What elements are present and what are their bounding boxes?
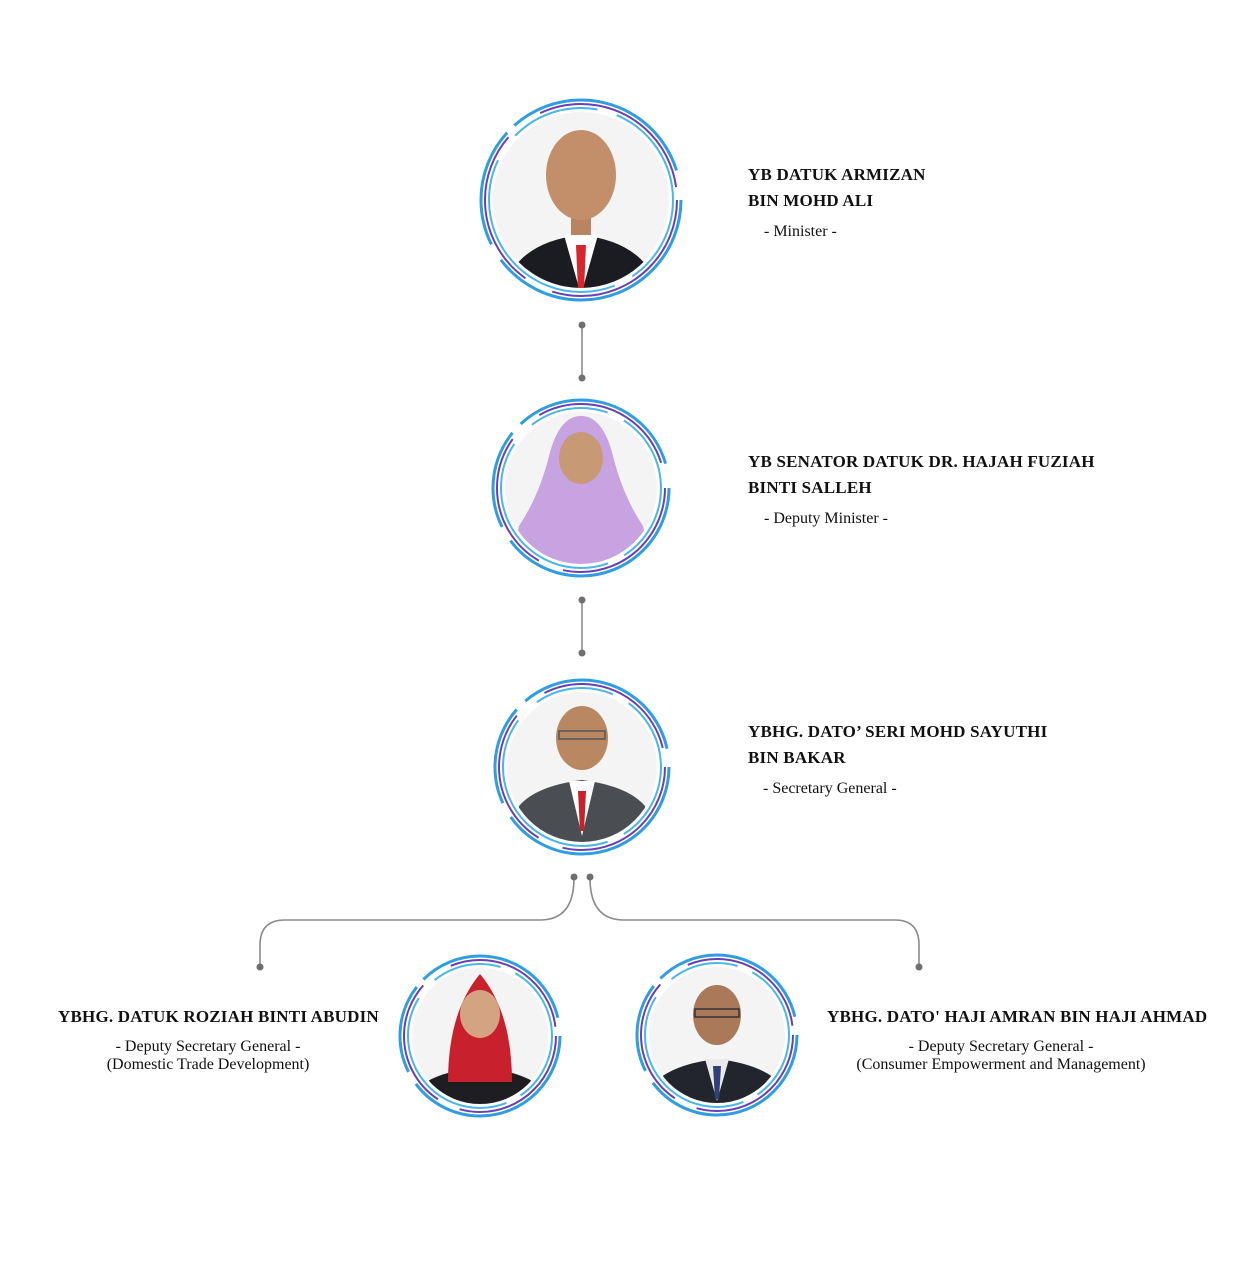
connector-dot [578,374,586,382]
connector-dot [256,963,264,971]
minister-name-line2: BIN MOHD ALI [748,191,874,210]
secretary-general-role: - Secretary General - [763,780,897,797]
dsg-domestic-portrait [396,952,564,1120]
connector-dot [915,963,923,971]
secretary-general-name: YBHG. DATO’ SERI MOHD SAYUTHI BIN BAKAR [748,719,1047,771]
dsg-domestic-role-line2: (Domestic Trade Development) [106,1056,310,1073]
secretary-general-portrait [491,676,673,858]
connector-dot [578,596,586,604]
dsg-consumer-role-line2: (Consumer Empowerment and Management) [856,1056,1146,1073]
minister-name: YB DATUK ARMIZAN BIN MOHD ALI [748,162,926,214]
dsg-domestic-role-line1: - Deputy Secretary General - [115,1038,301,1055]
dsg-consumer-role-line1: - Deputy Secretary General - [908,1038,1094,1055]
connector-dot [578,649,586,657]
deputy-minister-role: - Deputy Minister - [764,510,888,527]
dsg-consumer-role: - Deputy Secretary General - (Consumer E… [840,1038,1162,1074]
secretary-general-name-line1: YBHG. DATO’ SERI MOHD SAYUTHI [748,722,1048,741]
connector-dot [570,873,578,881]
deputy-minister-name-line1: YB SENATOR DATUK DR. HAJAH FUZIAH [748,452,1095,471]
secretary-general-name-line2: BIN BAKAR [748,748,846,767]
dsg-domestic-role: - Deputy Secretary General - (Domestic T… [88,1038,328,1074]
dsg-consumer-portrait [633,951,801,1119]
dsg-domestic-name: YBHG. DATUK ROZIAH BINTI ABUDIN [58,1007,379,1026]
connector-dot [586,873,594,881]
minister-name-line1: YB DATUK ARMIZAN [748,165,926,184]
deputy-minister-name: YB SENATOR DATUK DR. HAJAH FUZIAH BINTI … [748,449,1095,501]
dsg-consumer-name: YBHG. DATO' HAJI AMRAN BIN HAJI AHMAD [827,1007,1208,1026]
deputy-minister-name-line2: BINTI SALLEH [748,478,872,497]
connector-dot [578,321,586,329]
minister-role: - Minister - [764,223,837,240]
deputy-minister-portrait [489,396,673,580]
minister-portrait [476,95,686,305]
